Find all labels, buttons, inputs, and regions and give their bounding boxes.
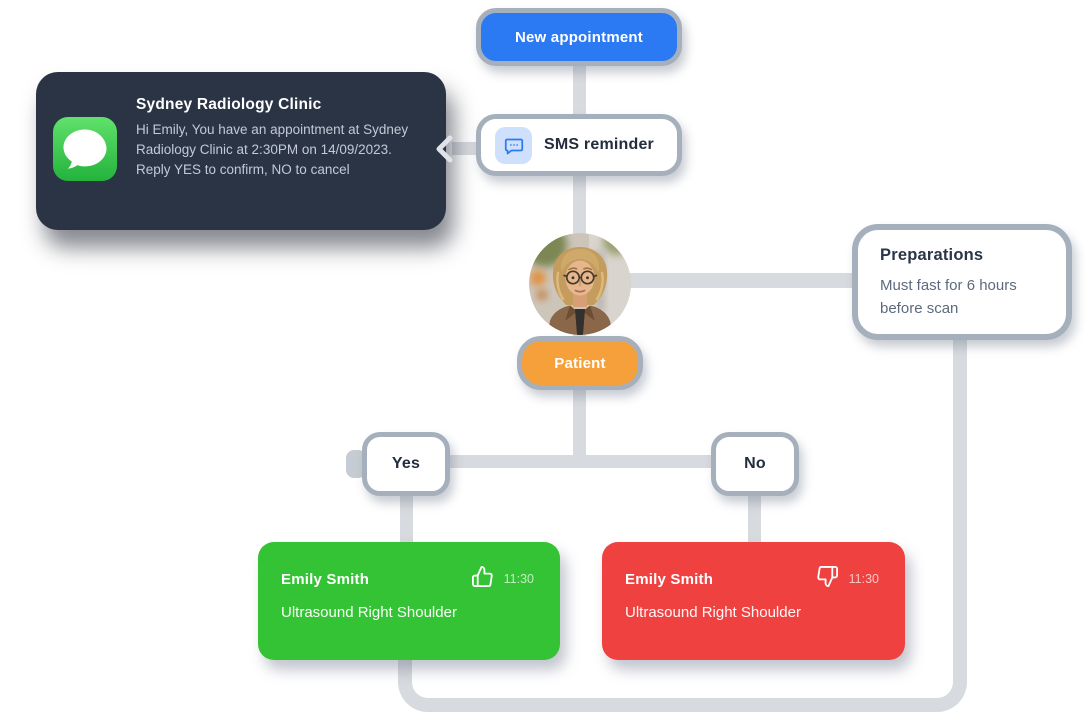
confirmed-procedure: Ultrasound Right Shoulder (281, 604, 457, 621)
declined-procedure: Ultrasound Right Shoulder (625, 604, 801, 621)
thumbs-up-icon (470, 565, 495, 593)
connector-sms-patient (573, 168, 586, 240)
sms-sender-title: Sydney Radiology Clinic (136, 96, 322, 113)
preparations-card[interactable]: Preparations Must fast for 6 hours befor… (852, 224, 1072, 340)
connector-corner-bottom-right (925, 668, 967, 712)
branch-yes-label: Yes (391, 455, 421, 472)
patient-avatar (529, 233, 631, 335)
branch-no-node[interactable]: No (711, 432, 799, 496)
thumbs-down-icon (815, 565, 840, 593)
new-appointment-label: New appointment (514, 28, 643, 46)
patient-node[interactable]: Patient (517, 336, 643, 390)
confirmed-appointment-card[interactable]: Emily Smith 11:30 Ultrasound Right Shoul… (258, 542, 560, 660)
sms-reminder-node[interactable]: SMS reminder (476, 114, 682, 176)
declined-appointment-card[interactable]: Emily Smith 11:30 Ultrasound Right Shoul… (602, 542, 905, 660)
branch-yes-node[interactable]: Yes (362, 432, 450, 496)
patient-label: Patient (554, 354, 606, 372)
branch-no-label: No (744, 455, 766, 472)
arrow-left-icon (433, 132, 457, 171)
declined-time: 11:30 (848, 572, 879, 586)
connector-sms-card-stub (452, 142, 478, 155)
connector-patient-preparations (620, 273, 860, 288)
confirmed-patient-name: Emily Smith (281, 570, 370, 588)
preparations-title: Preparations (880, 246, 984, 264)
confirmed-time: 11:30 (503, 572, 534, 586)
connector-bottom (434, 698, 930, 712)
declined-patient-name: Emily Smith (625, 570, 714, 588)
connector-yes-confirmed (400, 490, 413, 548)
sms-chat-icon (495, 126, 532, 164)
sms-reminder-label: SMS reminder (544, 136, 654, 153)
connector-no-declined (748, 490, 761, 548)
imessage-icon (53, 117, 117, 186)
connector-yes-no (406, 455, 754, 468)
connector-preparations-down (953, 336, 967, 684)
sms-message-text: Hi Emily, You have an appointment at Syd… (136, 122, 409, 177)
sms-notification-card[interactable]: Sydney Radiology Clinic Hi Emily, You ha… (36, 72, 446, 230)
connector-yes-left-stub (346, 450, 366, 478)
preparations-body: Must fast for 6 hours before scan (880, 277, 1017, 317)
new-appointment-button[interactable]: New appointment (476, 8, 682, 66)
connector-newappt-sms (573, 56, 586, 122)
